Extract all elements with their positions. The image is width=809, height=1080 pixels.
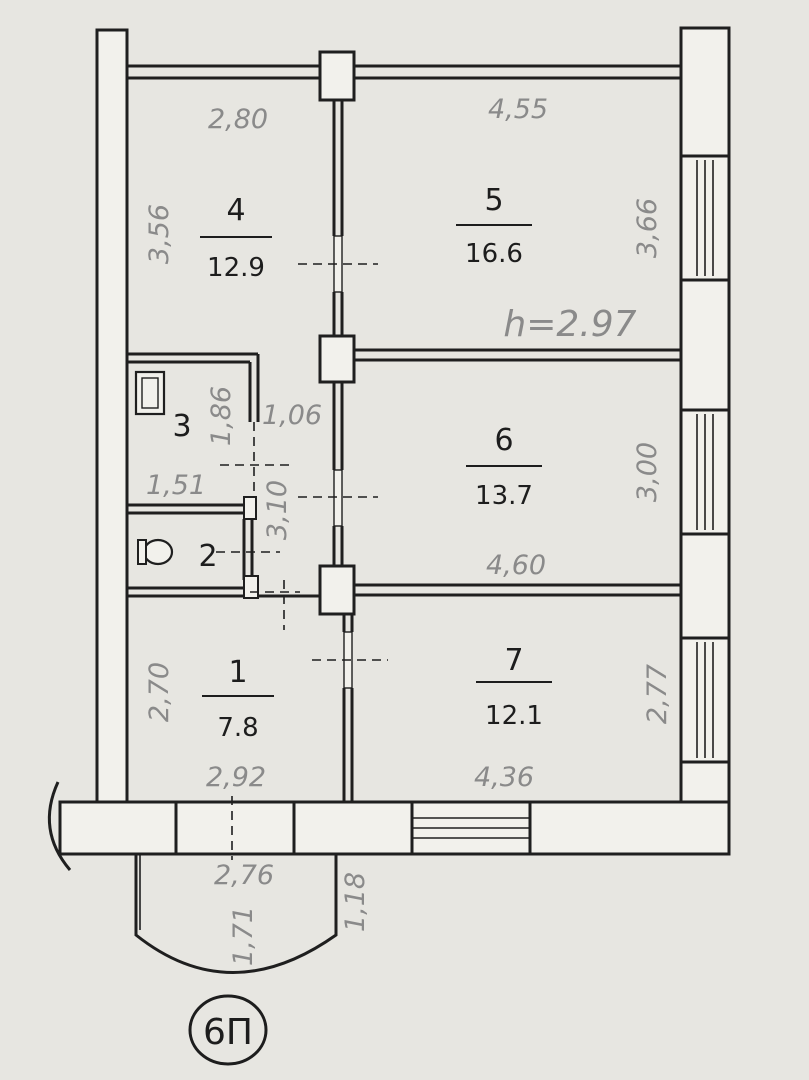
room-6-area: 13.7 [475,481,533,511]
outer-wall-right-mid1 [679,278,731,412]
room-6-number: 6 [494,423,513,458]
room-5-label: 5 16.6 [456,183,532,269]
top-wall [127,64,681,80]
room-1-label: 1 7.8 [202,655,274,743]
outer-wall-left [95,28,129,804]
partitions [127,50,681,802]
room-1-area: 7.8 [217,713,258,743]
dim-r5-height: 3,66 [632,198,663,258]
room-4-number: 4 [226,193,245,228]
dim-r4-height: 3,56 [144,204,175,264]
dim-r6-width: 4,60 [486,550,546,581]
dim-r3-height: 1,86 [206,386,237,446]
dim-r1-width: 2,92 [206,762,266,793]
window-glazing-right [696,160,714,758]
bottom-wall [58,800,731,856]
room-3-number: 3 [172,409,191,444]
dim-balcony-depth-b: 1,18 [340,872,371,932]
dimension-labels: 2,80 4,55 3,56 3,66 h=2.97 1,86 1,06 1,5… [144,94,673,966]
dim-r5-width: 4,55 [488,94,548,125]
room-1-number: 1 [228,655,247,690]
room-7-area: 12.1 [485,701,543,731]
dim-r3-width: 1,51 [146,470,206,501]
dim-r7-width: 4,36 [474,762,534,793]
outer-wall-right-mid2 [679,532,731,640]
dim-r3-door: 1,06 [262,400,322,431]
room-7-label: 7 12.1 [476,643,552,731]
dim-r7-height: 2,77 [642,664,673,724]
room-7-number: 7 [504,643,523,678]
dim-r6-height: 3,00 [632,442,663,502]
room-4-area: 12.9 [207,253,265,283]
dim-r1-height: 2,70 [144,662,175,722]
balcony [134,854,338,974]
height-note: h=2.97 [503,304,636,345]
room-2-number: 2 [198,539,217,574]
dim-corridor: 3,10 [262,480,293,540]
door-markers [216,263,388,860]
dim-r4-width: 2,80 [208,104,268,135]
room-4-label: 4 12.9 [200,193,272,283]
dim-balcony-width: 2,76 [214,860,274,891]
entrance-door-arc [47,781,72,871]
room-5-number: 5 [484,183,503,218]
dim-balcony-depth-a: 1,71 [228,906,259,966]
toilet-icon [137,538,174,566]
room-6-label: 6 13.7 [466,423,542,511]
plan-label: 6П [203,1012,253,1053]
outer-wall-right-upper [679,26,731,158]
plan-label-badge: 6П [188,994,268,1066]
room-5-area: 16.6 [465,239,523,269]
bathtub-icon [134,370,166,416]
